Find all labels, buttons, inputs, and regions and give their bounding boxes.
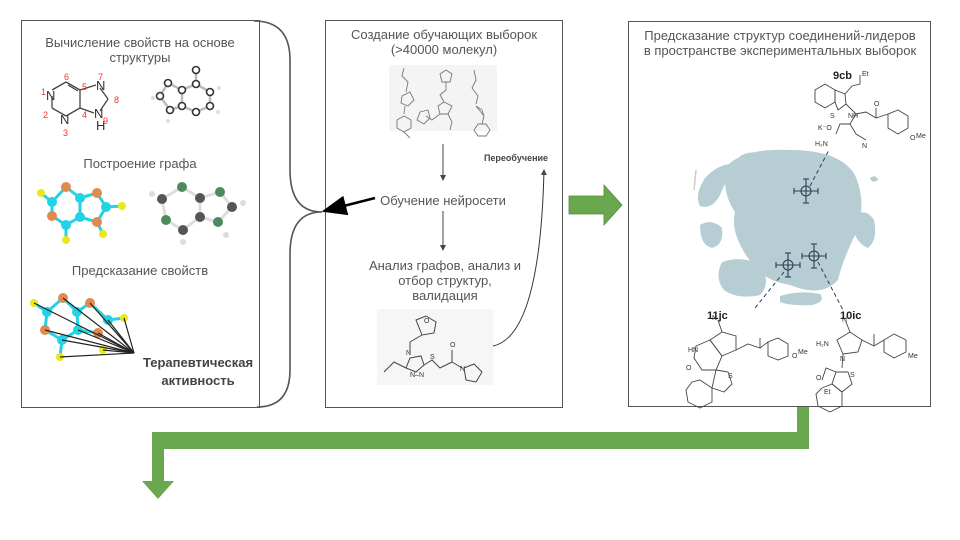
svg-text:HN: HN <box>688 347 698 354</box>
svg-text:Me: Me <box>908 353 918 360</box>
svg-text:5: 5 <box>82 82 87 92</box>
svg-text:S: S <box>728 373 733 380</box>
svg-text:4: 4 <box>82 110 87 120</box>
svg-text:8: 8 <box>114 95 119 105</box>
step-title-graph-analysis: Анализ графов, анализ и отбор структур, … <box>368 258 522 303</box>
atom-n1: N <box>46 88 55 103</box>
svg-text:N: N <box>862 143 867 150</box>
svg-text:K⁻O: K⁻O <box>818 125 832 132</box>
compound-label-9cb: 9cb <box>833 70 852 82</box>
step-title-predict-properties: Предсказание свойств <box>71 263 209 278</box>
svg-text:N: N <box>842 317 847 324</box>
svg-text:O: O <box>816 375 822 382</box>
svg-text:O: O <box>792 353 798 360</box>
svg-text:S: S <box>850 372 855 379</box>
crosshair-9cb <box>793 178 819 204</box>
atom-h: H <box>96 118 105 133</box>
step-title-train-network: Обучение нейросети <box>380 193 506 208</box>
svg-text:H₂N: H₂N <box>816 341 829 348</box>
compound-label-10ic: 10ic <box>840 310 862 322</box>
crosshair-10ic <box>801 243 827 269</box>
step-title-training-sets: Создание обучающих выборок (>40000 молек… <box>350 27 538 57</box>
svg-text:N: N <box>460 366 465 373</box>
crosshair-11jc <box>775 252 801 278</box>
svg-text:9: 9 <box>103 116 108 126</box>
svg-text:2: 2 <box>43 110 48 120</box>
retraining-label: Переобучение <box>483 153 549 163</box>
svg-text:N: N <box>840 356 845 363</box>
svg-text:H₂N: H₂N <box>815 141 828 148</box>
svg-text:1: 1 <box>41 87 46 97</box>
svg-text:Me: Me <box>798 349 808 356</box>
svg-text:3: 3 <box>63 128 68 138</box>
svg-text:S: S <box>430 354 435 361</box>
svg-text:O: O <box>686 365 692 372</box>
svg-text:S: S <box>830 113 835 120</box>
step-title-lead-prediction: Предсказание структур соединений-лидеров… <box>643 28 917 58</box>
compound-label-11jc: 11jc <box>707 310 728 322</box>
svg-text:Me: Me <box>916 133 926 140</box>
atom-n7: N <box>96 78 105 93</box>
atom-n3: N <box>60 112 69 127</box>
svg-text:Et: Et <box>824 389 831 396</box>
svg-text:6: 6 <box>64 72 69 82</box>
svg-text:7: 7 <box>98 72 103 82</box>
svg-text:N: N <box>406 350 411 357</box>
svg-text:NH: NH <box>848 113 858 120</box>
svg-text:O: O <box>424 318 430 325</box>
therapeutic-activity-label: Терапевтическая активность <box>142 355 254 388</box>
step-title-build-graph: Построение графа <box>83 156 197 171</box>
svg-text:O: O <box>450 342 456 349</box>
svg-text:N: N <box>712 315 717 322</box>
svg-text:O: O <box>910 135 916 142</box>
svg-text:N–N: N–N <box>410 372 424 379</box>
svg-text:Et: Et <box>862 71 869 78</box>
training-molecules-image <box>389 65 497 131</box>
step-title-compute-properties: Вычисление свойств на основе структуры <box>45 35 235 65</box>
svg-text:O: O <box>874 101 880 108</box>
atom-n9: N <box>94 106 103 121</box>
